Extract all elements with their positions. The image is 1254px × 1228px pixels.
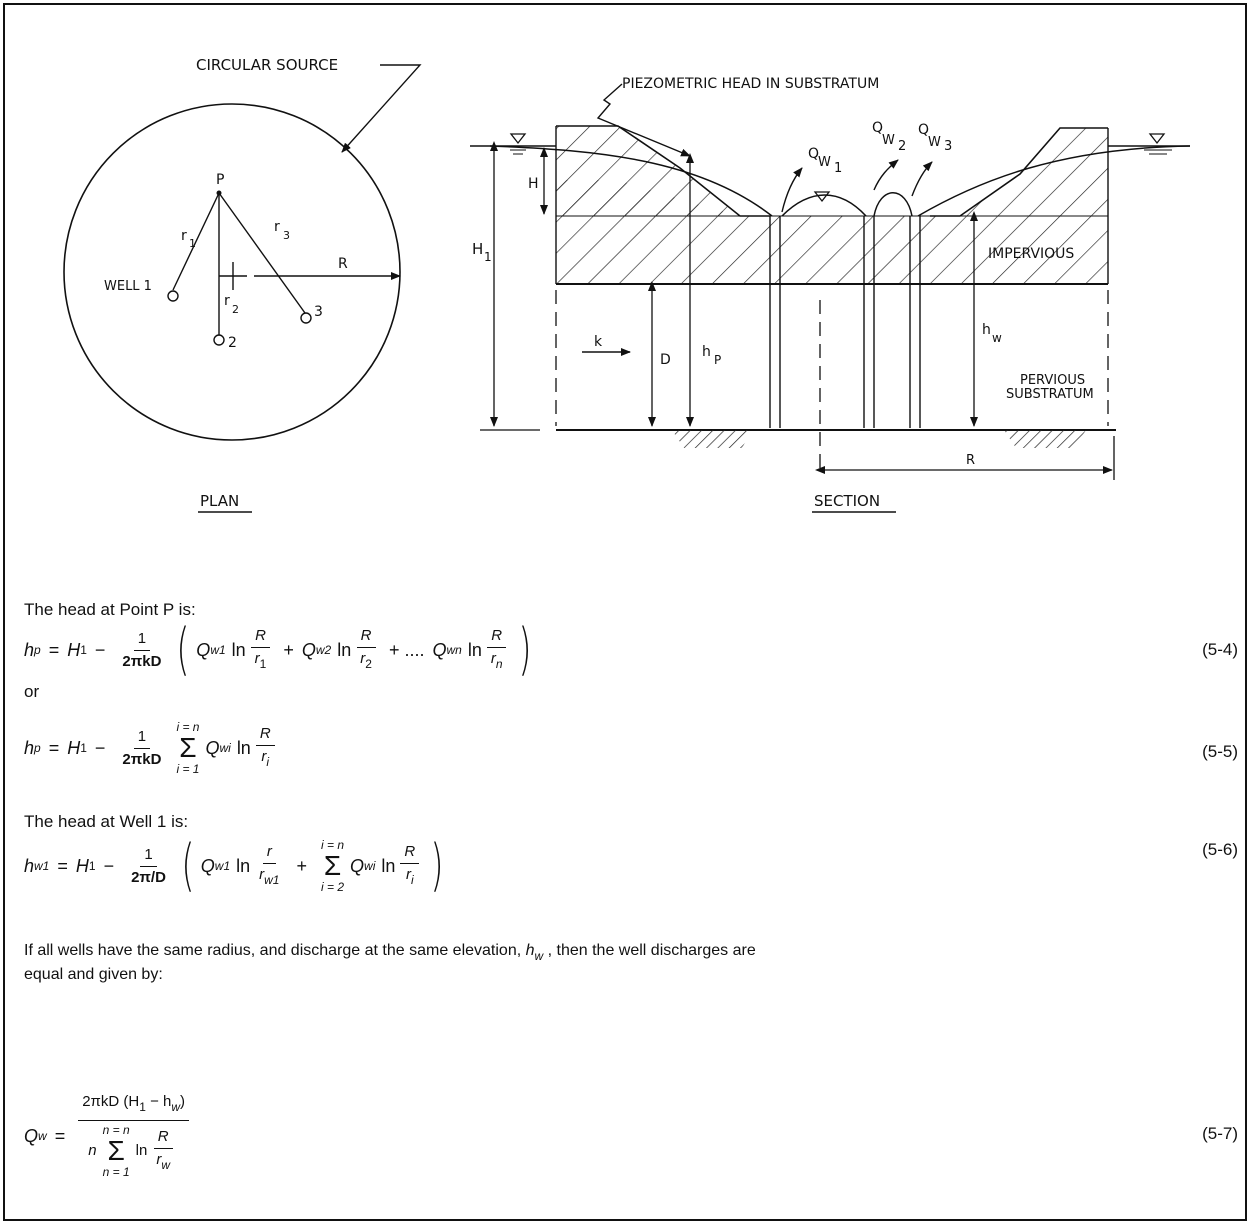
well3-circle [300,312,312,324]
qw3-arrow [911,161,933,197]
qw1-subsub: 1 [834,161,842,176]
well2-circle [213,334,225,346]
head-at-p-text: The head at Point P is: [24,600,196,619]
r3-sub: 3 [283,229,290,242]
piezometric-curve-right [917,145,1191,217]
piezometric-arc-1 [781,194,867,217]
if-all-wells-para: If all wells have the same radius, and d… [24,942,756,983]
qw1-sub: W [818,155,831,170]
r2-sub: 2 [232,303,239,316]
qw1-arrow [781,167,803,213]
plan-caption: PLAN [200,492,239,510]
hp-sub: P [714,353,721,367]
h1-label: H [472,240,483,258]
qw2-sub: W [882,133,895,148]
h1-sub: 1 [484,250,492,264]
piezometric-arc-2 [873,192,913,217]
qw1-label: Q [808,146,819,162]
pervious-label-2: SUBSTRATUM [1006,387,1094,402]
h-label: H [528,176,539,192]
hw-sub: w [992,331,1002,345]
section-view: PIEZOMETRIC HEAD IN SUBSTRATUM Q W 1 Q W… [470,76,1191,513]
r1-sub: 1 [189,237,196,250]
circular-source-circle [63,103,401,441]
well3-label: 3 [314,304,323,320]
well1-circle [167,290,179,302]
qw2-subsub: 2 [898,139,906,154]
well-diagram: CIRCULAR SOURCE P R WELL 1 2 3 r 1 r 2 r… [63,56,1191,513]
qw3-subsub: 3 [944,139,952,154]
soil-hatch-right [1004,430,1086,448]
left-water-symbol [509,133,527,145]
qw3-sub: W [928,135,941,150]
qw2-arrow [873,159,899,191]
well-pipes [769,216,921,428]
pervious-label-1: PERVIOUS [1020,373,1085,388]
piezometric-leader [596,83,691,157]
r-label: R [966,453,975,468]
r2-label: r [224,293,230,309]
well2-label: 2 [228,335,237,351]
left-embankment [556,126,740,216]
hp-label: h [702,344,711,360]
eq56-number: (5-6) [1202,840,1238,859]
plan-view: CIRCULAR SOURCE P R WELL 1 2 3 r 1 r 2 r… [63,56,422,513]
radius-label: R [338,256,348,272]
well1-label: WELL 1 [104,279,152,294]
circular-source-leader [341,64,422,153]
piezometric-label: PIEZOMETRIC HEAD IN SUBSTRATUM [622,76,879,92]
soil-hatch-left [672,430,752,448]
right-embankment [960,128,1108,216]
point-p-label: P [216,172,224,188]
eq54-lhs: h [24,639,35,660]
r3-line [218,192,306,314]
eq55-number: (5-5) [1202,742,1238,761]
eq57-number: (5-7) [1202,1124,1238,1143]
right-water-symbol [1148,133,1166,145]
piezometric-curve-left [489,145,773,217]
r1-label: r [181,228,187,244]
circular-source-label: CIRCULAR SOURCE [196,56,338,74]
d-label: D [660,352,671,368]
k-label: k [594,334,603,350]
hw-label: h [982,322,991,338]
piezo-water-symbol [813,191,831,203]
qw2-label: Q [872,120,883,136]
impervious-label: IMPERVIOUS [988,246,1074,262]
qw3-label: Q [918,122,929,138]
r3-label: r [274,219,280,235]
page-frame [3,3,1247,1221]
r1-line [172,192,220,291]
eq54-number: (5-4) [1202,640,1238,659]
section-caption: SECTION [814,492,880,510]
